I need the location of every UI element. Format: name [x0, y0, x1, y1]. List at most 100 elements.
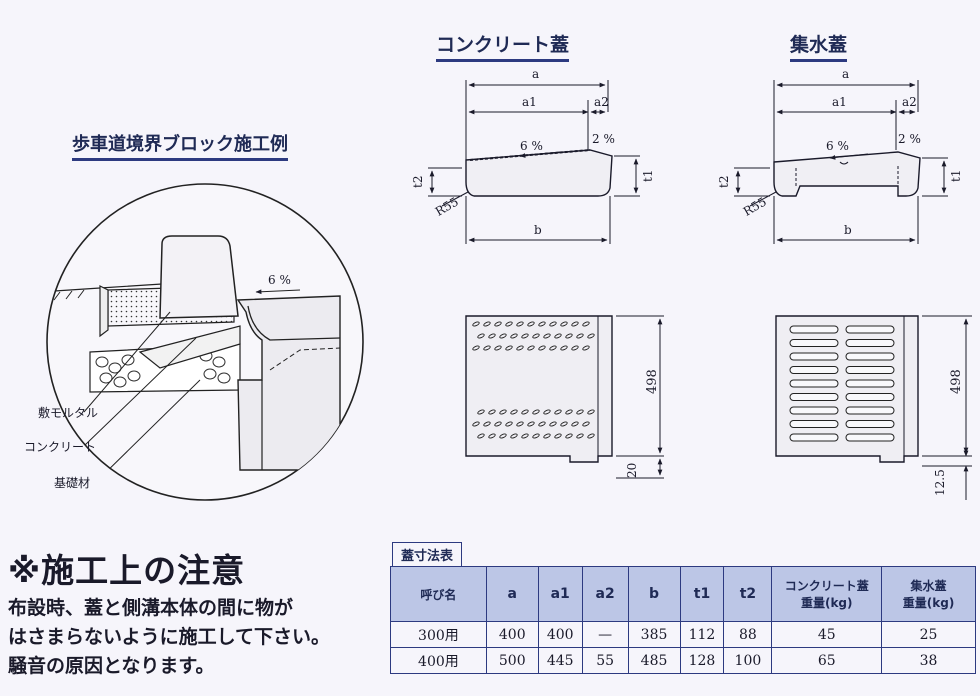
table-cell: 65 [771, 647, 883, 674]
drain-hole-icon [516, 345, 524, 351]
svg-text:t2: t2 [717, 176, 731, 188]
table-header-row: 呼び名 a a1 a2 b t1 t2 コンクリート蓋 重量(kg) 集水蓋 重… [390, 566, 976, 622]
drain-hole-icon [477, 333, 485, 339]
label-base: 基礎材 [54, 476, 91, 490]
table-cell: 445 [537, 647, 583, 674]
svg-text:a2: a2 [594, 95, 609, 109]
grate-slot-icon [789, 406, 839, 415]
drain-hole-icon [560, 421, 568, 427]
table-cell: 100 [723, 647, 773, 674]
drain-hole-icon [472, 345, 480, 351]
svg-text:a: a [842, 67, 849, 81]
drain-hole-icon [483, 321, 491, 327]
drain-hole-icon [510, 433, 518, 439]
drain-hole-icon [483, 421, 491, 427]
table-cell: 45 [771, 621, 883, 648]
drain-hole-icon [532, 433, 540, 439]
drain-hole-icon [543, 409, 551, 415]
drain-hole-icon [488, 333, 496, 339]
table-cell: 88 [723, 621, 773, 648]
svg-text:t1: t1 [949, 170, 963, 182]
drain-hole-icon [554, 433, 562, 439]
svg-text:a2: a2 [902, 95, 917, 109]
drain-hole-icon [543, 433, 551, 439]
drain-hole-icon [472, 321, 480, 327]
col-header: t2 [723, 566, 773, 622]
drain-hole-icon [527, 345, 535, 351]
grate-slot-icon [789, 325, 839, 334]
svg-text:6 %: 6 % [826, 139, 849, 153]
drain-hole-icon [587, 409, 595, 415]
drain-hole-icon [549, 421, 557, 427]
drain-hole-icon [538, 321, 546, 327]
grate-slot-icon [845, 325, 895, 334]
drain-hole-icon [510, 409, 518, 415]
grate-slot-icon [845, 366, 895, 374]
table-cell: 128 [679, 647, 725, 674]
drain-hole-icon [587, 333, 595, 339]
col-header: a2 [581, 566, 629, 622]
col-header: コンクリート蓋 重量(kg) [771, 566, 883, 622]
col-header: t1 [679, 566, 725, 622]
notice-line: 布設時、蓋と側溝本体の間に物が [8, 597, 294, 619]
drain-hole-icon [554, 409, 562, 415]
drain-hole-icon [499, 333, 507, 339]
table-cell: — [581, 621, 629, 648]
drain-hole-icon [571, 321, 579, 327]
drain-hole-icon [576, 433, 584, 439]
table-cell: 55 [581, 647, 629, 674]
label-mortar: 敷モルタル [38, 406, 99, 420]
table-row: 300用 400 400 — 385 112 88 45 25 [390, 621, 976, 648]
drain-hole-icon [560, 345, 568, 351]
drain-hole-icon [543, 333, 551, 339]
table-cell: 112 [679, 621, 725, 648]
svg-text:6 %: 6 % [520, 139, 543, 153]
grate-slot-icon [845, 406, 895, 415]
drain-hole-icon [521, 333, 529, 339]
drain-hole-icon [494, 321, 502, 327]
table-caption: 蓋寸法表 [392, 542, 463, 566]
svg-text:2 %: 2 % [592, 132, 615, 146]
drain-hole-icon [494, 421, 502, 427]
col-header: a [485, 566, 539, 622]
drain-hole-icon [549, 321, 557, 327]
collecting-cover-section [734, 80, 948, 244]
grate-slot-icon [789, 352, 839, 361]
svg-text:498: 498 [645, 369, 660, 394]
table-cell: 400用 [390, 647, 487, 674]
drain-hole-icon [532, 409, 540, 415]
table-cell: 300用 [390, 621, 487, 648]
drain-hole-icon [505, 321, 513, 327]
grate-slot-icon [789, 339, 839, 347]
svg-text:a1: a1 [522, 95, 537, 109]
table-cell: 25 [881, 621, 976, 648]
drain-hole-icon [571, 345, 579, 351]
drain-hole-icon [521, 409, 529, 415]
drain-hole-icon [587, 433, 595, 439]
col-header: 呼び名 [390, 566, 487, 622]
notice-title: ※施工上の注意 [8, 551, 246, 590]
drain-hole-icon [488, 409, 496, 415]
drain-hole-icon [582, 321, 590, 327]
grate-slot-icon [845, 352, 895, 361]
drain-hole-icon [565, 409, 573, 415]
drain-hole-icon [560, 321, 568, 327]
grate-slot-icon [789, 366, 839, 374]
col-header: 集水蓋 重量(kg) [881, 566, 976, 622]
grate-slot-icon [845, 393, 895, 401]
drain-hole-icon [516, 321, 524, 327]
drain-hole-icon [516, 421, 524, 427]
grate-slot-icon [789, 420, 839, 428]
drain-hole-icon [582, 421, 590, 427]
collecting-cover-plan: 498 12.5 [775, 315, 972, 500]
collecting-cover-dim-labels: a a1 a2 2 % 6 % b t2 t1 R55 [717, 67, 963, 237]
drain-hole-icon [565, 433, 573, 439]
table-cell: 38 [881, 647, 976, 674]
table-cell: 485 [627, 647, 681, 674]
drain-hole-icon [527, 321, 535, 327]
svg-text:b: b [534, 223, 542, 237]
drain-hole-icon [477, 409, 485, 415]
drain-hole-icon [483, 345, 491, 351]
svg-text:12.5: 12.5 [933, 469, 947, 496]
table-cell: 400 [485, 621, 539, 648]
